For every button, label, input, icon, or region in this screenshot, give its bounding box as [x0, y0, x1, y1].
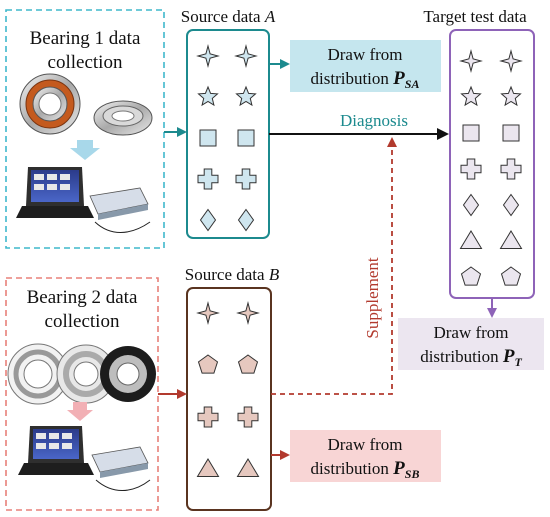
supplement-label: Supplement	[363, 257, 382, 338]
source-a-plus-icon	[197, 168, 219, 190]
source-b-plus-icon	[237, 406, 259, 428]
source-a-five-point-star-icon	[235, 85, 257, 107]
target-label: Target test data	[423, 7, 527, 26]
source-a-four-point-star-icon	[234, 44, 258, 68]
target-square-icon	[462, 124, 480, 142]
dist-b-box	[290, 430, 441, 482]
bearing1-daq-laptop-image	[16, 167, 151, 233]
target-four-point-star-icon	[499, 49, 523, 73]
source-a-five-point-star-icon	[197, 85, 219, 107]
bearing2-panel	[5, 277, 159, 511]
source-b-four-point-star-icon	[196, 301, 220, 325]
source-a-box	[186, 29, 270, 239]
source-b-pentagon-icon	[237, 354, 259, 374]
source-b-triangle-icon	[236, 458, 260, 477]
dist-b-line2: distribution PSB	[311, 458, 420, 481]
target-diamond-icon	[462, 193, 480, 217]
target-plus-icon	[460, 158, 482, 180]
source-b-four-point-star-icon	[236, 301, 260, 325]
bearing2-title-line2: collection	[45, 311, 120, 332]
source-b-pentagon-icon	[197, 354, 219, 374]
source-b-plus-icon	[197, 406, 219, 428]
bearing1-title-line1: Bearing 1 data	[30, 28, 141, 49]
source-a-diamond-icon	[199, 208, 217, 232]
source-a-four-point-star-icon	[196, 44, 220, 68]
bearing2-bearings-image	[7, 343, 156, 405]
target-triangle-icon	[499, 230, 523, 249]
bearing2-down-arrow	[67, 402, 93, 421]
source-a-square-icon	[237, 129, 255, 147]
supplement-arrow	[271, 137, 397, 395]
target-diamond-icon	[502, 193, 520, 217]
source-a-diamond-icon	[237, 208, 255, 232]
source-b-box	[186, 287, 272, 511]
source-b-label: Source data B	[185, 265, 280, 284]
source-a-label: Source data A	[181, 7, 276, 26]
target-four-point-star-icon	[459, 49, 483, 73]
bearing1-down-arrow	[70, 140, 100, 160]
target-five-point-star-icon	[460, 85, 482, 107]
dist-a-line2: distribution PSA	[311, 68, 420, 91]
bearing2-title-line1: Bearing 2 data	[27, 287, 138, 308]
target-pentagon-icon	[460, 266, 482, 286]
source-a-plus-icon	[235, 168, 257, 190]
target-square-icon	[502, 124, 520, 142]
bearing1-small-bearing-image	[93, 100, 153, 136]
dist-a-line1: Draw from	[327, 45, 402, 64]
target-triangle-icon	[459, 230, 483, 249]
dist-t-box	[398, 318, 544, 370]
bearing1-title-line2: collection	[48, 52, 123, 73]
bearing1-panel	[5, 9, 165, 249]
dist-t-line1: Draw from	[433, 323, 508, 342]
diagnosis-label: Diagnosis	[340, 111, 408, 130]
bearing1-large-bearing-image	[19, 73, 81, 135]
dist-a-box	[290, 40, 441, 92]
target-plus-icon	[500, 158, 522, 180]
source-a-square-icon	[199, 129, 217, 147]
dist-b-line1: Draw from	[327, 435, 402, 454]
dist-t-line2: distribution PT	[420, 346, 522, 369]
target-pentagon-icon	[500, 266, 522, 286]
bearing2-daq-laptop-image	[18, 426, 151, 491]
target-five-point-star-icon	[500, 85, 522, 107]
source-b-triangle-icon	[196, 458, 220, 477]
target-box	[449, 29, 535, 299]
